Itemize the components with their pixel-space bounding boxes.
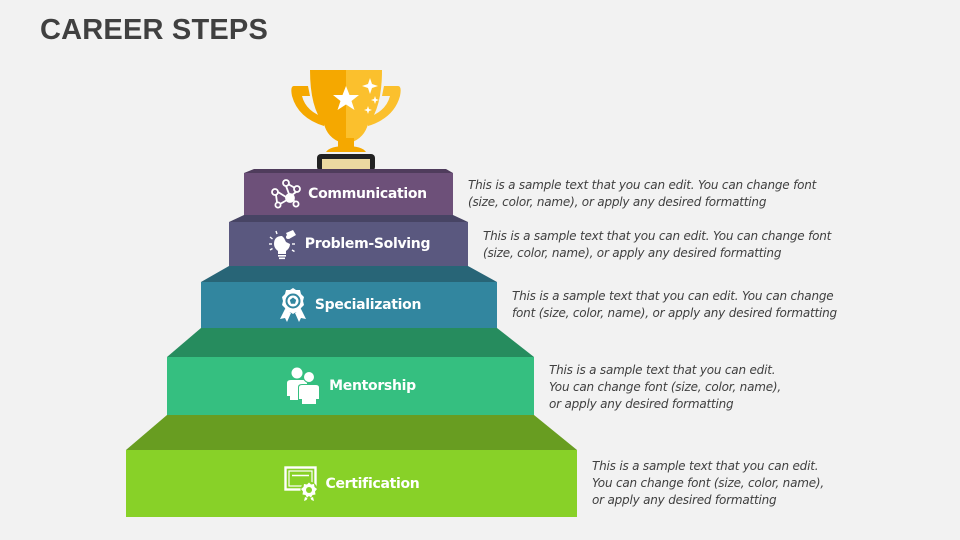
step-label-certification: Certification: [126, 450, 577, 517]
step-title: Mentorship: [329, 378, 416, 394]
step-title: Certification: [325, 475, 420, 492]
page-title: CAREER STEPS: [40, 14, 268, 46]
step-description-mentorship: This is a sample text that you can edit.…: [549, 363, 781, 411]
step-description-problem-solving: This is a sample text that you can edit.…: [483, 229, 832, 260]
step-certification[interactable]: [126, 415, 577, 517]
step-specialization[interactable]: [201, 266, 497, 328]
network-people-icon: [271, 179, 302, 209]
lightbulb-puzzle-icon: [268, 230, 296, 260]
step-title: Communication: [308, 186, 427, 202]
certificate-icon: [283, 465, 317, 501]
step-label-specialization: Specialization: [201, 282, 497, 328]
step-problem-solving[interactable]: [229, 215, 468, 266]
step-label-problem-solving: Problem-Solving: [229, 222, 468, 266]
trophy-icon: [291, 70, 401, 171]
step-title: Specialization: [314, 297, 422, 313]
step-mentorship[interactable]: [167, 328, 534, 415]
step-description-communication: This is a sample text that you can edit.…: [468, 178, 817, 209]
award-badge-icon: [279, 288, 306, 322]
step-label-communication: Communication: [244, 173, 453, 215]
people-icon: [287, 367, 321, 405]
step-label-mentorship: Mentorship: [167, 357, 534, 415]
step-description-certification: This is a sample text that you can edit.…: [592, 459, 824, 507]
step-title: Problem-Solving: [304, 236, 431, 252]
step-description-specialization: This is a sample text that you can edit.…: [512, 289, 837, 320]
